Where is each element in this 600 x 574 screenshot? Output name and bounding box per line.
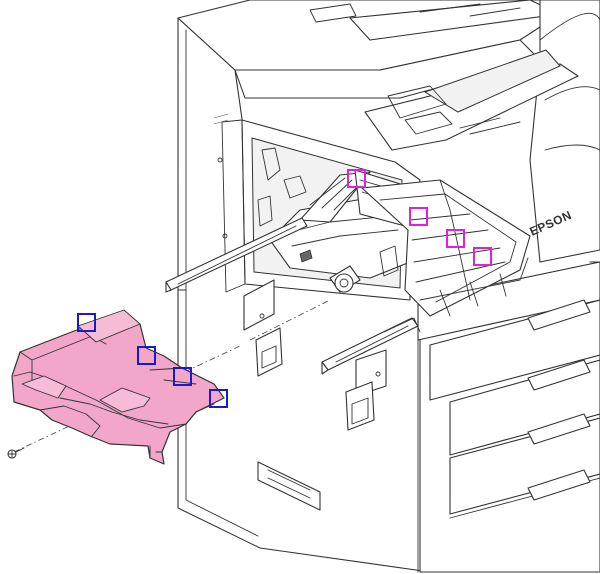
attachment-marker-4 xyxy=(473,247,492,266)
hook-marker-4 xyxy=(209,389,228,408)
hook-markers xyxy=(77,313,228,408)
attachment-marker-3 xyxy=(446,229,465,248)
paper-cassettes xyxy=(417,261,600,573)
hook-marker-1 xyxy=(77,313,96,332)
attachment-marker-1 xyxy=(347,169,366,188)
hook-marker-3 xyxy=(173,367,192,386)
side-panel-features xyxy=(177,279,387,511)
attachment-marker-2 xyxy=(409,207,428,226)
screw xyxy=(7,447,25,459)
removable-cover-part xyxy=(11,309,225,465)
attachment-markers xyxy=(347,169,492,266)
rails xyxy=(165,217,421,375)
hook-marker-2 xyxy=(137,346,156,365)
